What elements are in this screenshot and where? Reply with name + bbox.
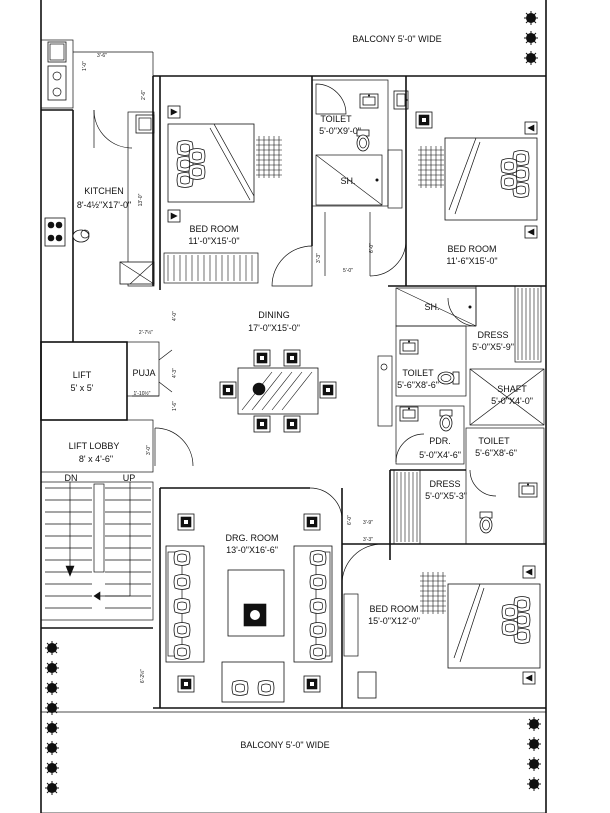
bed3-label: BED ROOM — [369, 604, 418, 614]
sh1-label: SH. — [340, 176, 355, 186]
toilet3-size: 5'-6"X8'-6" — [475, 448, 517, 458]
stairs-dn-label: DN — [65, 473, 78, 483]
dim-lobby-a: 3'-3" — [316, 253, 322, 263]
hall-passage: 3'-3" 5'-0" 6'-0" — [316, 212, 407, 277]
pdr-label: PDR. — [429, 436, 451, 446]
pdr-size: 5'-0"X4'-6" — [419, 450, 461, 460]
dress1-size: 5'-0"X5'-9" — [472, 342, 514, 352]
dining-label: DINING — [258, 310, 290, 320]
shaft: SHAFT 5'-0"X4'-0" — [469, 368, 545, 426]
shaft-size: 5'-0"X4'-0" — [491, 396, 533, 406]
dining: DINING 17'-0"X15'-0" 4'-0" — [172, 310, 337, 433]
dim-puja-top: 2'-7½" — [139, 329, 153, 336]
drg-label: DRG. ROOM — [226, 533, 279, 543]
balcony-top-label: BALCONY 5'-0" WIDE — [352, 34, 441, 44]
dress2-size: 5'-0"X5'-3" — [425, 491, 467, 501]
drawing-room: DRG. ROOM 13'-0"X16'-6" — [159, 487, 343, 708]
dim-sink: 3'-6" — [97, 53, 107, 59]
dim-balcony: 6'-2½" — [139, 669, 146, 683]
dim-kitchen-side: 13'-0" — [138, 193, 144, 206]
dim-puja-side: 4'-3" — [172, 368, 178, 378]
dim-puja-low: 1'-6" — [172, 401, 178, 411]
toilet2-label: TOILET — [402, 368, 434, 378]
kitchen-label: KITCHEN — [84, 186, 124, 196]
pdr: PDR. 5'-0"X4'-6" — [395, 405, 465, 465]
dim-kitchen-top: 2'-6" — [141, 90, 147, 100]
balcony-bottom-label: BALCONY 5'-0" WIDE — [240, 740, 329, 750]
dim-lobby-c: 6'-0" — [369, 243, 375, 253]
dim-puja-small: 1'-10½" — [134, 390, 151, 397]
bed2-label: BED ROOM — [447, 244, 496, 254]
bedroom-1: BED ROOM 11'-0"X15'-0" — [152, 76, 313, 290]
shaft-label: SHAFT — [497, 384, 527, 394]
balcony-top: BALCONY 5'-0" WIDE 3'-6" 1'-0" — [40, 10, 539, 109]
dim-lobby-b: 5'-0" — [343, 268, 353, 274]
toilet-1: TOILET 5'-0"X9'-0" SH. — [311, 79, 409, 209]
dress1-label: DRESS — [477, 330, 508, 340]
drg-size: 13'-0"X16'-6" — [226, 545, 278, 555]
dim-dining-side: 4'-0" — [172, 311, 178, 321]
toilet1-label: TOILET — [320, 114, 352, 124]
staircase: DN UP — [40, 473, 154, 621]
liftlobby-label: LIFT LOBBY — [69, 441, 120, 451]
stairs-up-label: UP — [123, 473, 136, 483]
lift-label: LIFT — [73, 370, 92, 380]
dress-2: DRESS 5'-0"X5'-3" 3'-9" 3'-3" 6'-0" — [347, 469, 467, 560]
toilet1-size: 5'-0"X9'-0" — [319, 126, 361, 136]
bed2-size: 11'-6"X15'-0" — [446, 256, 497, 266]
bed3-size: 15'-0"X12'-0" — [368, 616, 420, 626]
lift: LIFT 5' x 5' — [40, 341, 128, 421]
dim-dress-b: 3'-3" — [363, 537, 373, 543]
sh2-label: SH. — [424, 302, 439, 312]
dim-lobby-door: 3'-0" — [146, 445, 152, 455]
bedroom-2: BED ROOM 11'-6"X15'-0" — [388, 76, 546, 287]
kitchen-size: 8'-4½"X17'-0" — [77, 200, 131, 210]
dress2-label: DRESS — [429, 479, 460, 489]
toilet-2: TOILET 5'-6"X8'-6" — [377, 325, 467, 427]
puja-label: PUJA — [132, 368, 155, 378]
bed1-label: BED ROOM — [189, 224, 238, 234]
dim-vert1: 1'-0" — [82, 61, 88, 71]
dim-dress-a: 3'-9" — [363, 520, 373, 526]
kitchen: KITCHEN 8'-4½"X17'-0" 2'-6" 13'-0" — [40, 90, 155, 343]
bed1-size: 11'-0"X15'-0" — [188, 236, 239, 246]
puja: PUJA 2'-7½" 4'-3" 1'-10½" 1'-6" — [126, 329, 178, 411]
bedroom-3: BED ROOM 15'-0"X12'-0" — [341, 543, 546, 699]
lift-lobby: LIFT LOBBY 8' x 4'-6" 3'-0" — [40, 419, 194, 473]
toilet-3: TOILET 5'-6"X8'-6" — [465, 427, 545, 545]
dim-dress-c: 6'-0" — [347, 515, 353, 525]
toilet2-size: 5'-6"X8'-6" — [397, 380, 439, 390]
lift-size: 5' x 5' — [71, 383, 94, 393]
dining-size: 17'-0"X15'-0" — [248, 323, 300, 333]
liftlobby-size: 8' x 4'-6" — [79, 454, 113, 464]
toilet3-label: TOILET — [478, 436, 510, 446]
balcony-bottom: BALCONY 5'-0" WIDE 6'-2½" — [41, 640, 546, 796]
